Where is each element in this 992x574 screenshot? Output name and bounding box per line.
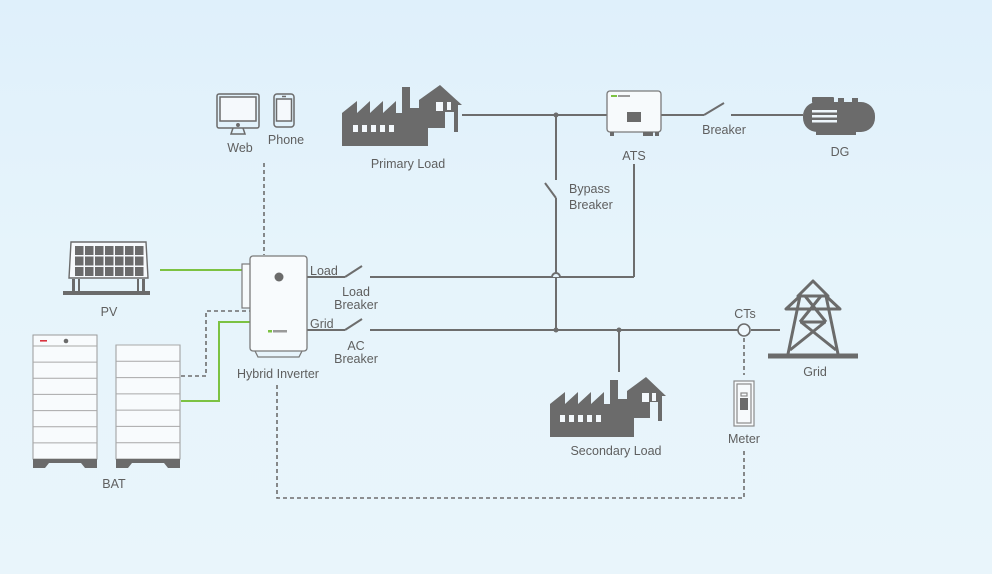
factory-house-icon [550, 377, 666, 437]
breaker-label: Breaker [702, 123, 746, 137]
pv-cell [115, 267, 124, 276]
pv-cell [105, 256, 114, 266]
junction-dot [553, 112, 559, 118]
pv-cell [85, 256, 94, 266]
smartphone-icon [273, 93, 295, 128]
secondary-load-label: Secondary Load [570, 444, 662, 458]
battery-cabinet [115, 344, 181, 460]
communication-wiring [181, 163, 745, 499]
grid-port-label: Grid [310, 317, 334, 331]
battery-button [63, 338, 69, 344]
hybrid-inverter-label: Hybrid Inverter [237, 367, 319, 381]
pv-cell [85, 246, 94, 255]
pv-cell [135, 256, 144, 266]
breaker-switches [344, 102, 725, 331]
pv-cell [135, 246, 144, 255]
pv-cell [95, 267, 104, 276]
bypass-breaker-label-line2: Breaker [569, 198, 613, 212]
ac-wiring [307, 114, 803, 372]
bypass-breaker-switch[interactable] [544, 182, 557, 199]
pv-cell [125, 256, 134, 266]
pv-cell [95, 246, 104, 255]
pv-label: PV [100, 305, 118, 319]
breaker-switch-dg[interactable] [703, 102, 725, 116]
diesel-generator-icon [803, 97, 875, 135]
comm-inverter-to-meter [276, 385, 745, 499]
grid-label: Grid [803, 365, 827, 379]
comm-bat-to-inverter [181, 310, 250, 377]
pv-cell [125, 267, 134, 276]
solar-panel-icon [63, 241, 150, 295]
dg-label: DG [830, 145, 850, 159]
ats-box-icon [606, 90, 662, 136]
pv-cell [105, 246, 114, 255]
wire-bat-to-inverter [181, 321, 250, 402]
monitor-icon [216, 93, 260, 135]
ats-label: ATS [622, 149, 646, 163]
ct-ring-icon [737, 323, 751, 337]
battery-base [116, 459, 180, 468]
pv-cell [75, 246, 84, 255]
primary-load-label: Primary Load [370, 157, 446, 171]
ac-breaker-label-line2: Breaker [334, 352, 378, 366]
pv-cell [125, 246, 134, 255]
pv-cell [85, 267, 94, 276]
meter-label: Meter [728, 432, 760, 446]
battery-indicator [40, 340, 47, 342]
transmission-tower-icon [768, 279, 858, 359]
dc-wiring [160, 269, 250, 402]
factory-house-icon [342, 85, 462, 146]
battery-cabinet [32, 334, 98, 460]
pv-cell [95, 256, 104, 266]
battery-base [33, 459, 97, 468]
junction-dot [616, 327, 622, 333]
wire-crossing-hop [551, 272, 561, 278]
pv-cell [115, 256, 124, 266]
battery-stack-icon [32, 334, 181, 468]
pv-cell [115, 246, 124, 255]
pv-cell [75, 267, 84, 276]
load-breaker-label-line2: Breaker [334, 298, 378, 312]
pv-cell [75, 256, 84, 266]
web-label: Web [227, 141, 253, 155]
phone-label: Phone [267, 133, 305, 147]
cts-label: CTs [734, 307, 756, 321]
bypass-breaker-label-line1: Bypass [569, 182, 610, 196]
junctions [553, 112, 622, 333]
ac-breaker-switch[interactable] [344, 318, 363, 331]
load-port-label: Load [310, 264, 338, 278]
load-breaker-switch[interactable] [344, 265, 363, 278]
bat-label: BAT [102, 477, 126, 491]
load-breaker-label-line1: Load [342, 285, 370, 299]
ac-breaker-label-line1: AC [347, 339, 365, 353]
junction-dot [553, 327, 559, 333]
pv-cell [105, 267, 114, 276]
pv-cell [135, 267, 144, 276]
inverter-icon[interactable] [241, 255, 308, 358]
meter-icon [733, 380, 755, 427]
